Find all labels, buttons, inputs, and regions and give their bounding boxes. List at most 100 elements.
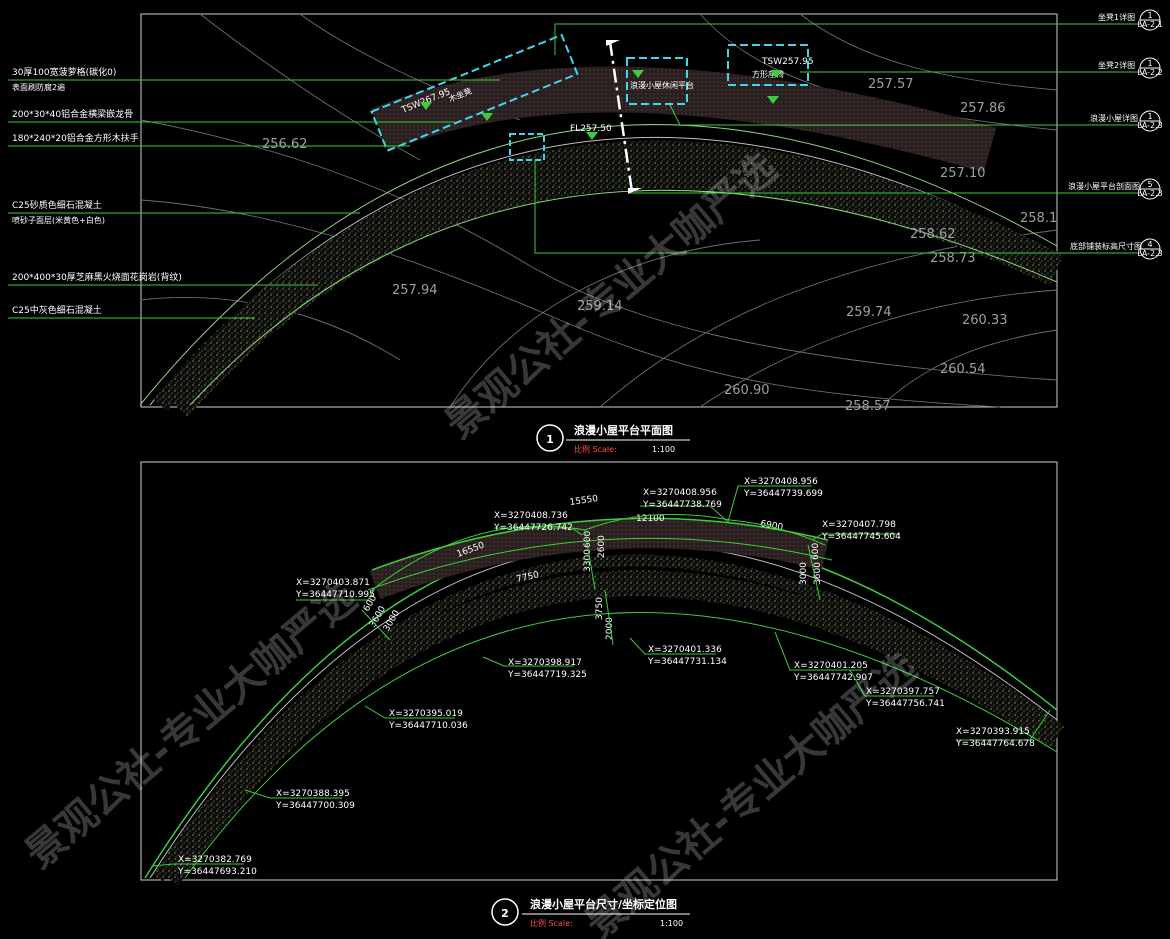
callout-label: 底部铺装标高尺寸图 <box>1070 241 1142 251</box>
callout-bubble: 1 LA-2.2 <box>1137 57 1163 79</box>
elev-label: 256.62 <box>262 137 308 152</box>
coord-x: X=3270408.956 <box>744 477 818 487</box>
tag-box-small <box>509 133 545 161</box>
elev-marker <box>767 96 779 104</box>
left-leaders <box>8 79 500 319</box>
callout-label: 浪漫小屋详图 <box>1090 113 1138 123</box>
coord-x: X=3270401.205 <box>794 661 868 671</box>
tag-platform-name: 浪漫小屋休闲平台 <box>630 80 694 90</box>
dim-label: 3300 <box>583 549 593 572</box>
scale-value: 1:100 <box>652 445 675 454</box>
plan-2-title: 2 浪漫小屋平台尺寸/坐标定位图 比例 Scale: 1:100 <box>491 897 690 928</box>
svg-text:2: 2 <box>501 907 509 920</box>
plan-1-title: 1 浪漫小屋平台平面图 比例 Scale: 1:100 <box>536 423 690 454</box>
coord-x: X=3270393.915 <box>956 727 1030 737</box>
material-label: 30厚100宽菠萝格(碳化0) <box>12 66 116 78</box>
right-leaders <box>534 23 1140 254</box>
coord-x: X=3270408.956 <box>643 488 717 498</box>
dim-label: 7750 <box>516 570 541 585</box>
coord-y: Y=36447710.995 <box>295 590 375 600</box>
callout-label: 坐凳1详图 <box>1098 12 1135 22</box>
dim-label: 2000 <box>605 617 615 640</box>
svg-text:4: 4 <box>1147 240 1152 249</box>
tag-fl: FL257.50 <box>570 124 612 134</box>
dim-label: 2600 <box>597 535 607 558</box>
scale-label: 比例 Scale: <box>530 918 573 928</box>
plan-2-frame <box>140 461 1058 881</box>
dim-label: 3000 <box>799 562 809 585</box>
material-label: C25砂质色细石混凝土 <box>12 199 102 211</box>
elev-marker <box>481 113 493 121</box>
coord-leaders <box>151 485 1051 867</box>
svg-text:1: 1 <box>1147 11 1152 20</box>
callout-bubble: 1 LA-2.3 <box>1137 110 1163 132</box>
elev-label: 258.1 <box>1020 211 1057 226</box>
callout-bubble: 4 LA-2.3 <box>1137 238 1163 260</box>
tag-box-bench <box>370 33 579 152</box>
dim-label: 3750 <box>595 597 605 620</box>
coord-y: Y=36447731.134 <box>647 657 727 667</box>
elev-label: 260.90 <box>724 383 770 398</box>
coord-x: X=3270398.917 <box>508 658 582 668</box>
coord-y: Y=36447710.036 <box>388 721 468 731</box>
left-labels: 30厚100宽菠萝格(碳化0) 表面刷防腐2遍 200*30*40铝合金横梁嵌龙… <box>12 66 182 316</box>
coord-x: X=3270401.336 <box>648 645 722 655</box>
coord-y: Y=36447756.741 <box>865 699 945 709</box>
coord-y: Y=36447764.678 <box>955 739 1035 749</box>
plan-2-arc <box>144 517 1065 886</box>
scale-value: 1:100 <box>660 919 683 928</box>
watermark-text: 景观公社-专业大咖严选 <box>577 645 926 939</box>
material-label: 表面刷防腐2遍 <box>12 82 65 92</box>
svg-text:LA-2.1: LA-2.1 <box>1137 20 1163 29</box>
dim-label: 15550 <box>569 494 599 508</box>
material-label: C25中灰色细石混凝土 <box>12 304 102 316</box>
plan-1-frame <box>140 13 1058 408</box>
plan-2-title-text: 浪漫小屋平台尺寸/坐标定位图 <box>530 897 677 911</box>
elev-label: 258.73 <box>930 251 976 266</box>
svg-text:1: 1 <box>1147 59 1152 68</box>
elev-label: 257.10 <box>940 166 986 181</box>
dim-label: 600 <box>811 543 821 560</box>
tag-seat-name: 方形座椅 <box>752 69 784 79</box>
coord-x: X=3270407.798 <box>822 520 896 530</box>
callout-label: 浪漫小屋平台剖面图 <box>1068 181 1140 191</box>
callout-bubble: 5 LA-2.3 <box>1137 178 1163 200</box>
coord-y: Y=36447700.309 <box>275 801 355 811</box>
elev-label: 257.57 <box>868 77 914 92</box>
tag-box-seat <box>727 44 809 86</box>
plan-1-title-text: 浪漫小屋平台平面图 <box>574 423 673 437</box>
dim-lines <box>361 513 826 646</box>
svg-text:LA-2.3: LA-2.3 <box>1137 249 1163 258</box>
elev-label: 259.14 <box>577 299 623 314</box>
material-label: 200*400*30厚芝麻黑火烧面花岗岩(背纹) <box>12 271 182 283</box>
coord-x: X=3270382.769 <box>178 855 252 865</box>
coord-labels: X=3270403.871 Y=36447710.995 X=3270408.7… <box>177 477 1035 877</box>
coord-y: Y=36447739.699 <box>743 489 823 499</box>
elev-label: 259.74 <box>846 305 892 320</box>
dim-label: 12100 <box>636 514 665 524</box>
svg-text:1: 1 <box>1147 112 1152 121</box>
svg-text:1: 1 <box>546 433 554 446</box>
elev-marker <box>420 102 432 110</box>
dim-label: 3600 <box>813 562 823 585</box>
elevation-numbers: 257.57 257.86 257.10 258.62 258.73 258.1… <box>262 77 1057 414</box>
coord-y: Y=36447726.742 <box>493 523 573 533</box>
elev-label: 258.62 <box>910 227 956 242</box>
material-label: 200*30*40铝合金横梁嵌龙骨 <box>12 108 133 120</box>
coord-y: Y=36447693.210 <box>177 867 257 877</box>
coord-y: Y=36447745.604 <box>821 532 901 542</box>
elev-label: 260.54 <box>940 362 986 377</box>
coord-x: X=3270388.395 <box>276 789 350 799</box>
elev-label: 257.86 <box>960 101 1006 116</box>
tag-tsw2: TSW257.95 <box>761 57 814 67</box>
elev-marker <box>632 70 644 78</box>
svg-text:LA-2.3: LA-2.3 <box>1137 121 1163 130</box>
elev-marker <box>770 70 782 78</box>
coord-x: X=3270395.019 <box>389 709 463 719</box>
coord-x: X=3270408.736 <box>494 511 568 521</box>
plan-2: 15550 12100 6900 16550 7750 600 3300 260… <box>140 461 1065 928</box>
dim-label: 6900 <box>759 519 784 533</box>
svg-text:LA-2.2: LA-2.2 <box>1137 68 1163 77</box>
tag-box-platform <box>626 57 688 105</box>
